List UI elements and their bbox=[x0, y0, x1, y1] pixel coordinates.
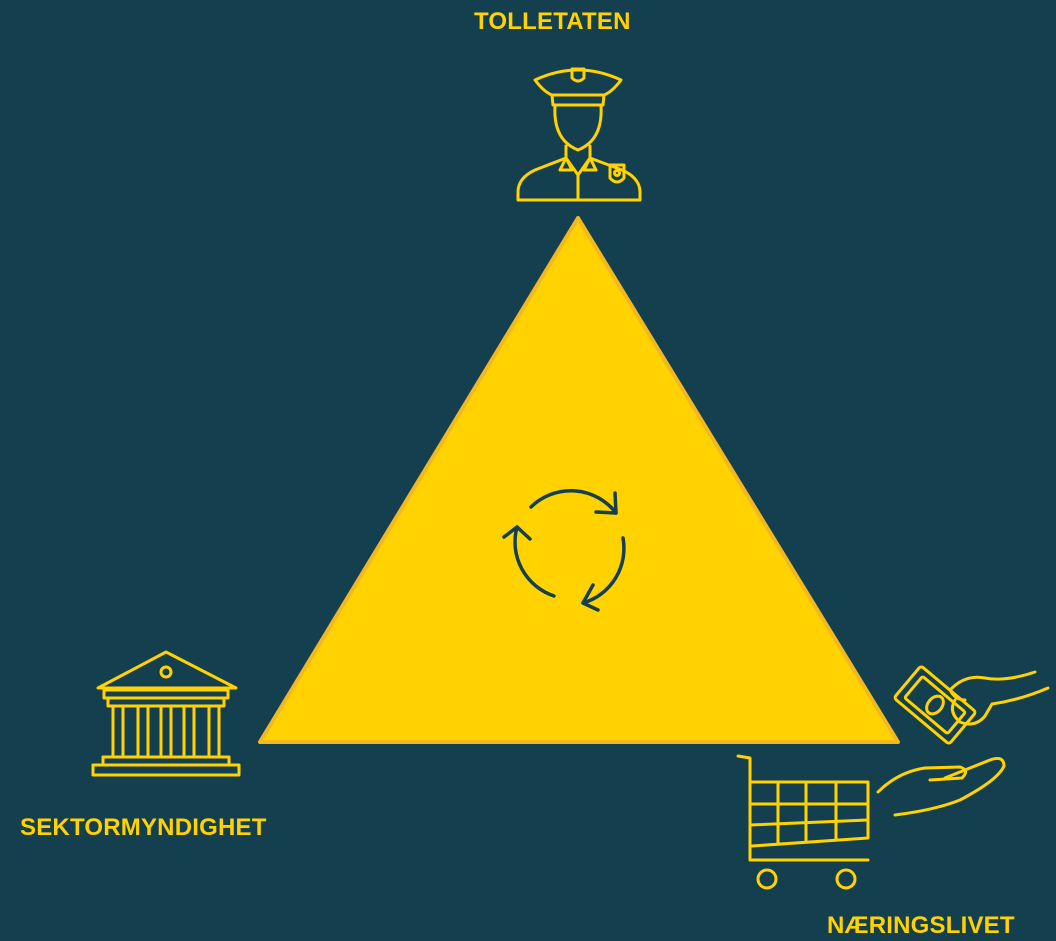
node-label-naeringslivet: NÆRINGSLIVET bbox=[827, 912, 1015, 939]
cycle-arrows-icon bbox=[502, 489, 626, 612]
node-label-tolletaten: TOLLETATEN bbox=[474, 8, 631, 35]
government-building-icon bbox=[91, 650, 241, 777]
center-triangle bbox=[258, 216, 900, 744]
commerce-trade-icon bbox=[736, 665, 1050, 890]
node-label-sektormyndighet: SEKTORMYNDIGHET bbox=[20, 814, 267, 841]
customs-officer-icon bbox=[516, 67, 642, 202]
